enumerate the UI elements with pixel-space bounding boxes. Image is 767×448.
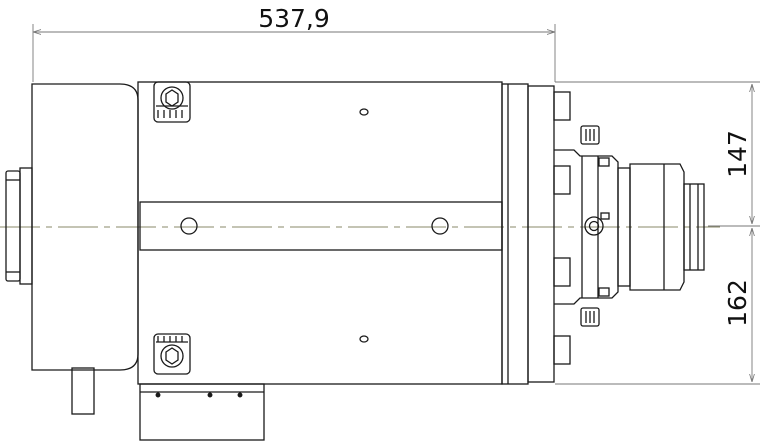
main-body [137, 81, 503, 385]
connector-stub [71, 367, 95, 415]
top-socket-screw [153, 81, 191, 123]
bottom-socket-screw [153, 333, 191, 375]
dimension-vertical-heights: 147 162 [555, 81, 760, 385]
front-flange [501, 83, 571, 385]
dimension-overall-length: 537,9 [32, 4, 556, 82]
tool-holder [554, 125, 705, 327]
rear-cap [5, 83, 139, 371]
upper-height-label: 147 [723, 130, 752, 178]
overall-length-label: 537,9 [258, 4, 330, 33]
lower-height-label: 162 [723, 279, 752, 327]
mounting-bracket [139, 383, 265, 441]
